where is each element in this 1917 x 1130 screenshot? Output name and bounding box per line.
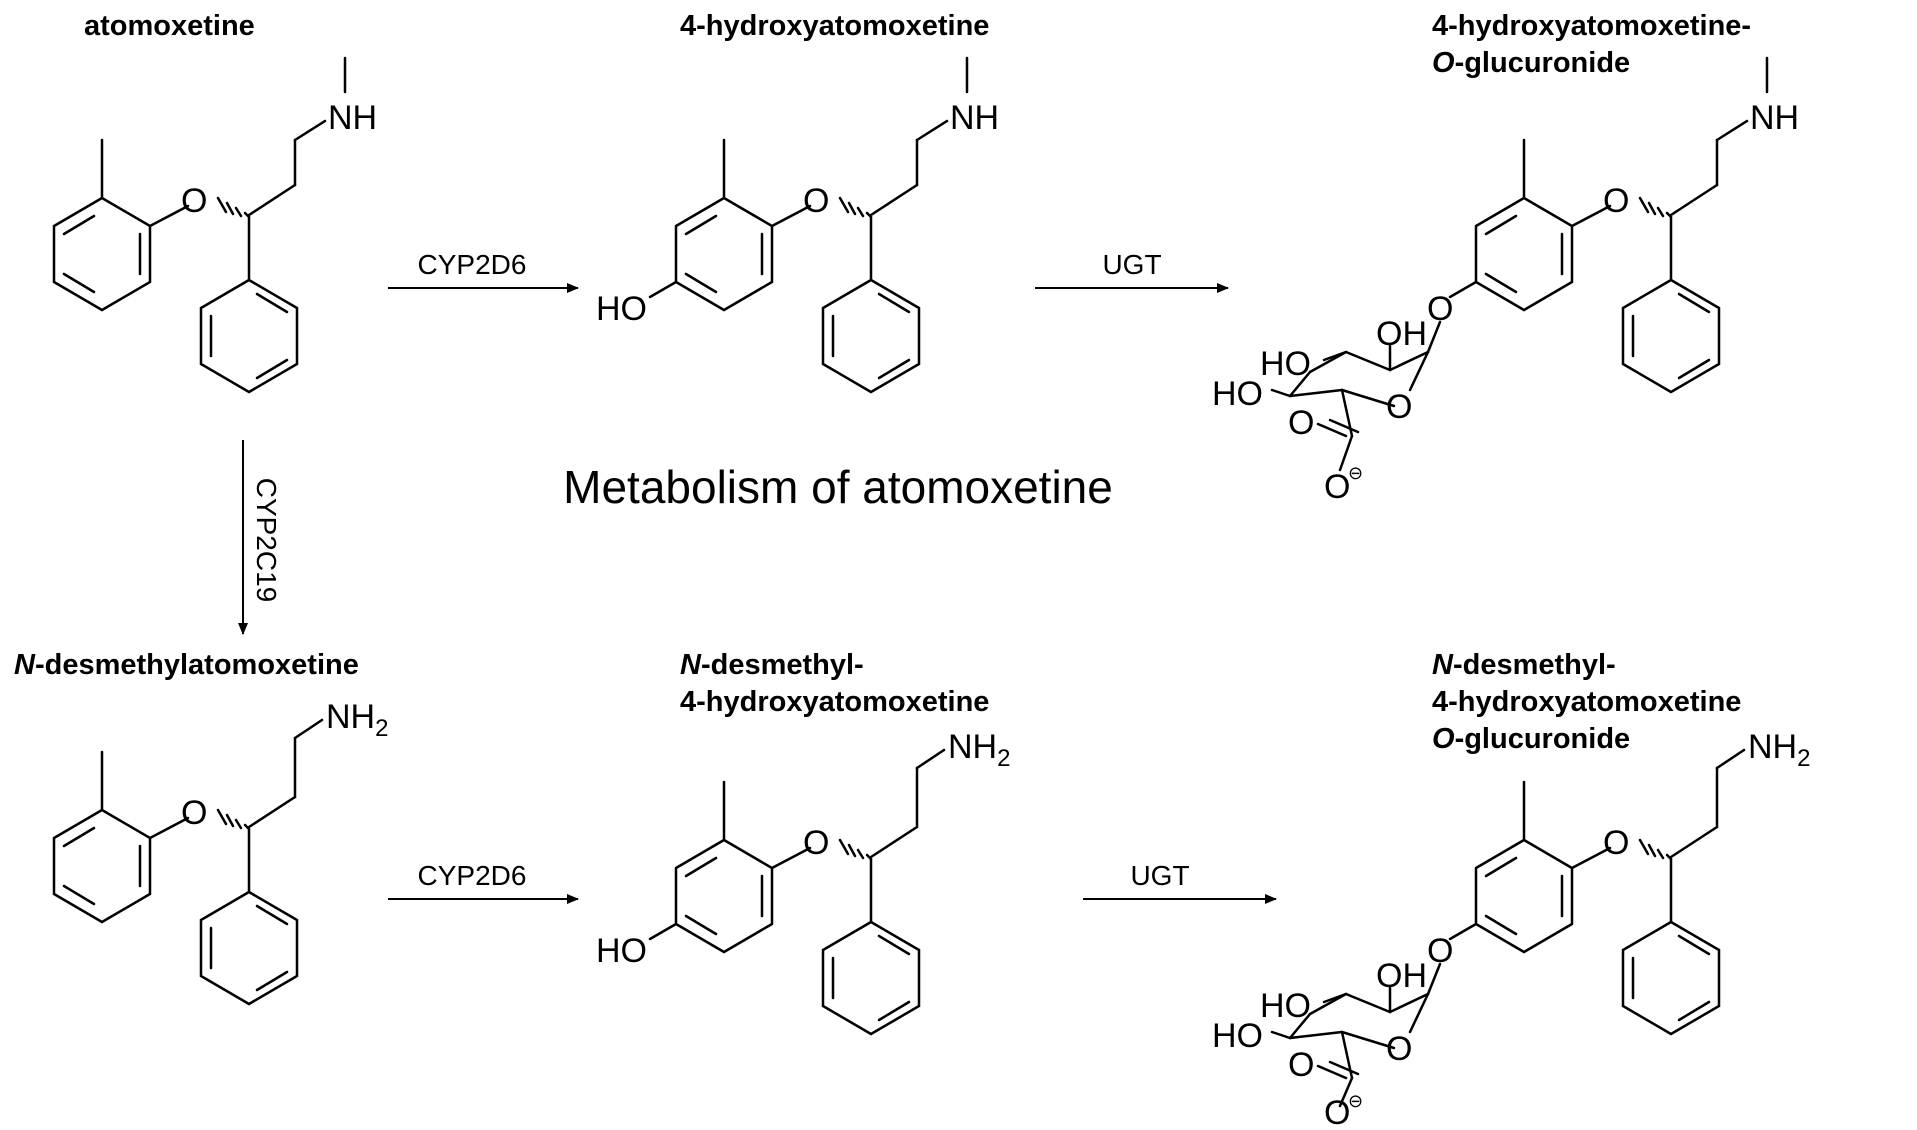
diagram-title: Metabolism of atomoxetine [563,461,1113,513]
arrow-bottom-ugt: UGT [1083,860,1277,904]
enzyme-label-cyp2c19: CYP2C19 [251,478,282,603]
atom-O-carbonyl: O [1288,404,1314,442]
name-desmethyl-gluc-line1: N-desmethyl- [1432,649,1616,681]
name-hydroxy-glucuronide-line2: O-glucuronide [1432,47,1630,79]
atom-HO-sugar-2: HO [1212,375,1263,413]
enzyme-label-top-cyp2d6: CYP2D6 [418,249,527,280]
structure-4-hydroxyatomoxetine: O NH HO [596,56,999,394]
atom-HO-sugar-1: HO [1260,345,1311,383]
atom-O: O [1603,182,1629,220]
atom-HO: HO [596,932,647,970]
atom-NH: NH [1750,99,1799,137]
structure-desmethyl-glucuronide: O NH2 O OH HO HO O O O ⊖ [1212,728,1810,1130]
name-desmethyl-gluc-line3: O-glucuronide [1432,723,1630,755]
atom-O-carboxylate: O [1324,1094,1350,1130]
name-n-desmethylatomoxetine: N-desmethylatomoxetine [14,649,359,681]
name-atomoxetine: atomoxetine [84,10,255,42]
name-desmethyl-hydroxy-line1: N-desmethyl- [680,649,864,681]
name-hydroxy-glucuronide-line1: 4-hydroxyatomoxetine- [1432,10,1751,42]
enzyme-label-top-ugt: UGT [1102,249,1161,280]
charge-minus: ⊖ [1348,1091,1363,1111]
atom-NH: NH [328,99,377,137]
atom-NH2: NH2 [948,728,1010,772]
atom-OH-sugar: OH [1376,315,1427,353]
arrow-vertical-cyp2c19: CYP2C19 [238,440,282,635]
name-4-hydroxyatomoxetine: 4-hydroxyatomoxetine [680,10,989,42]
arrow-bottom-cyp2d6: CYP2D6 [388,860,579,904]
atom-O-ring: O [1386,388,1412,426]
atom-NH2: NH2 [1748,728,1810,772]
structure-atomoxetine: O NH [52,56,377,394]
atom-O: O [181,794,207,832]
name-desmethyl-hydroxy-line2: 4-hydroxyatomoxetine [680,686,989,718]
structure-n-desmethylatomoxetine: O NH2 [52,698,388,1006]
atom-O-carbonyl: O [1288,1046,1314,1084]
atom-OH-sugar: OH [1376,957,1427,995]
arrow-top-ugt: UGT [1035,249,1229,293]
name-desmethyl-gluc-line2: 4-hydroxyatomoxetine [1432,686,1741,718]
arrow-top-cyp2d6: CYP2D6 [388,249,579,293]
atom-HO-sugar-2: HO [1212,1017,1263,1055]
atom-O-ring: O [1386,1030,1412,1068]
atom-O: O [181,182,207,220]
atom-O: O [803,182,829,220]
enzyme-label-bottom-ugt: UGT [1130,860,1189,891]
structure-hydroxy-glucuronide: O NH O OH HO HO O O O ⊖ [1212,56,1799,506]
atom-HO: HO [596,290,647,328]
atom-O: O [1603,824,1629,862]
atom-NH2: NH2 [326,698,388,742]
atom-O: O [803,824,829,862]
enzyme-label-bottom-cyp2d6: CYP2D6 [418,860,527,891]
charge-minus: ⊖ [1348,463,1363,483]
atom-O-carboxylate: O [1324,468,1350,506]
atom-HO-sugar-1: HO [1260,987,1311,1025]
structure-desmethyl-hydroxy: O NH2 HO [596,728,1010,1036]
atom-NH: NH [950,99,999,137]
